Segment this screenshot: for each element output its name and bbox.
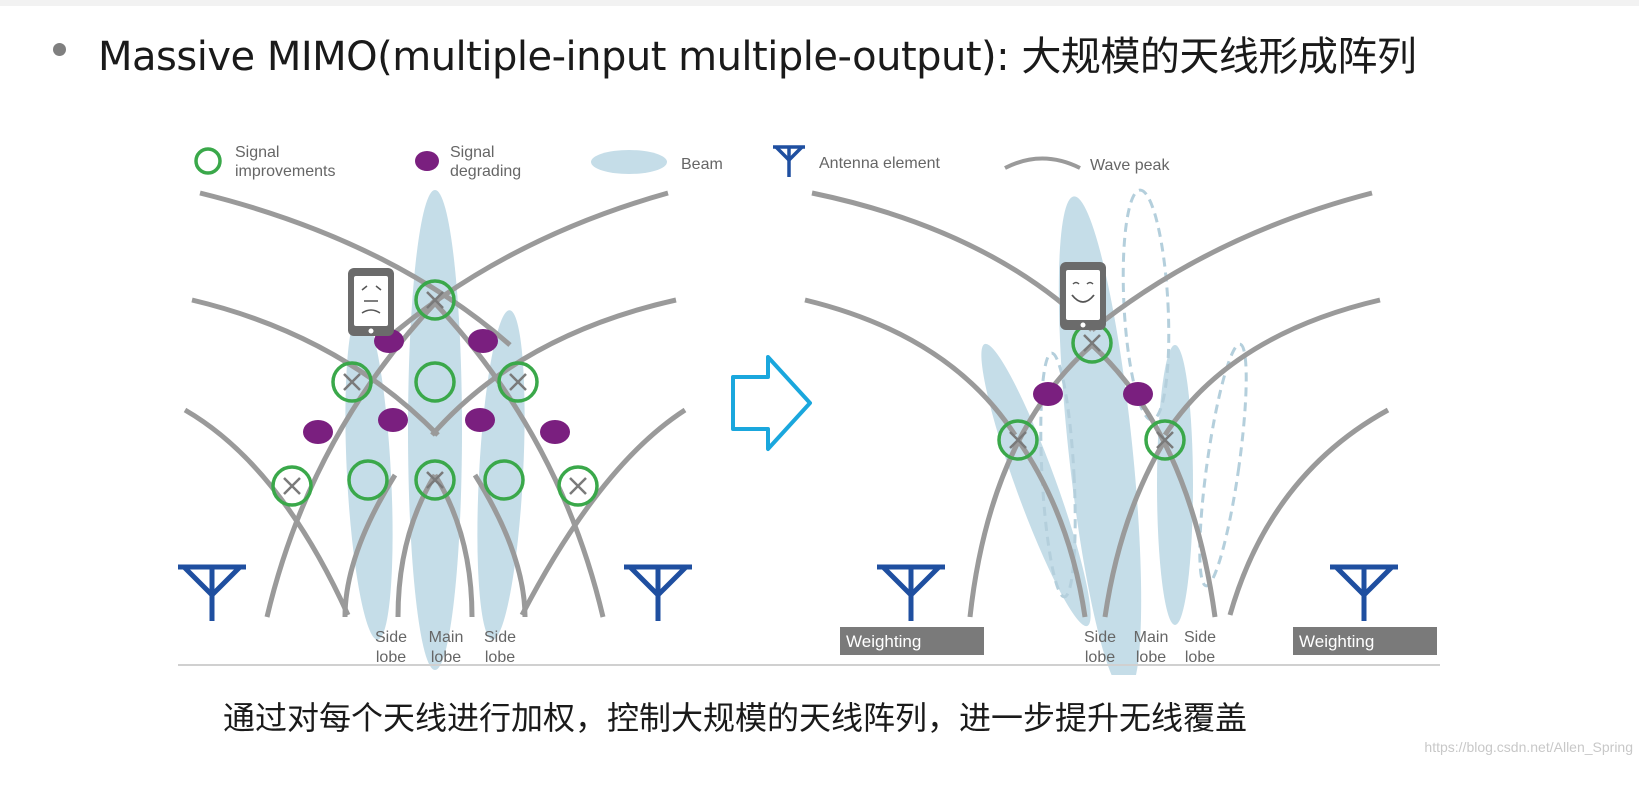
side-lobe-label: Side — [1084, 629, 1116, 646]
side-lobe-label: Side — [375, 629, 407, 646]
improvement-marker — [271, 465, 313, 507]
legend-left: Signal improvements Signal degrading Bea… — [194, 144, 723, 180]
legend-improvement-label-1: Signal — [235, 144, 279, 161]
slide-title: Massive MIMO(multiple-input multiple-out… — [98, 34, 1417, 80]
degrading-marker — [303, 420, 333, 444]
left-degrading-markers — [303, 329, 570, 444]
improvement-marker — [557, 465, 599, 507]
legend-antenna-icon — [773, 145, 805, 177]
left-improvement-markers — [271, 279, 599, 507]
legend-improvement-label-2: improvements — [235, 163, 335, 180]
legend-degrading-label-2: degrading — [450, 163, 521, 180]
side-lobe-label: lobe — [485, 649, 515, 666]
improvement-marker — [414, 459, 456, 501]
legend-antenna-label: Antenna element — [819, 155, 941, 172]
degrading-marker — [1123, 382, 1153, 406]
weighting-label-right: Weighting — [1299, 632, 1374, 651]
improvement-marker — [1144, 419, 1186, 461]
top-band — [0, 0, 1639, 6]
right-lobe-labels: Side lobe Main lobe Side lobe — [1084, 629, 1216, 666]
right-arrow-icon — [731, 355, 812, 451]
improvement-marker — [414, 279, 456, 321]
legend-wave-label: Wave peak — [1090, 157, 1170, 174]
legend-degrading-icon — [415, 151, 439, 171]
main-lobe-label: Main — [429, 629, 464, 646]
left-marker-crosses — [283, 291, 587, 495]
left-lobe-labels: Side lobe Main lobe Side lobe — [375, 629, 516, 666]
improvement-marker — [331, 361, 373, 403]
happy-phone-icon — [1060, 262, 1106, 330]
left-panel: Side lobe Main lobe Side lobe — [178, 190, 692, 670]
right-side-beam-left — [981, 343, 1091, 627]
weighting-box-right — [1293, 627, 1437, 655]
antenna-icon — [877, 564, 945, 621]
legend-degrading-label-1: Signal — [450, 144, 494, 161]
mimo-diagram: Signal improvements Signal degrading Bea… — [178, 144, 1440, 675]
legend-right: Antenna element Wave peak — [773, 145, 1170, 177]
side-lobe-label: Side — [484, 629, 516, 646]
degrading-marker — [378, 408, 408, 432]
degrading-marker — [540, 420, 570, 444]
right-panel: Weighting Weighting Side lobe Main lobe … — [804, 188, 1437, 675]
degrading-marker — [1033, 382, 1063, 406]
legend-beam-icon — [591, 150, 667, 174]
right-side-beam-right — [1157, 345, 1193, 625]
weighting-box-left — [840, 627, 984, 655]
side-lobe-label: Side — [1184, 629, 1216, 646]
main-lobe-label: lobe — [1136, 649, 1166, 666]
slide-caption: 通过对每个天线进行加权，控制大规模的天线阵列，进一步提升无线覆盖 — [223, 699, 1248, 737]
main-lobe-label: lobe — [431, 649, 461, 666]
improvement-marker — [414, 361, 456, 403]
improvement-marker — [497, 361, 539, 403]
legend-improvement-icon — [194, 147, 222, 175]
right-improvement-markers — [997, 322, 1186, 461]
antenna-icon — [178, 564, 246, 621]
antenna-icon — [1330, 564, 1398, 621]
degrading-marker — [465, 408, 495, 432]
improvement-marker — [483, 459, 525, 501]
degrading-marker — [468, 329, 498, 353]
side-lobe-label: lobe — [1085, 649, 1115, 666]
main-lobe-label: Main — [1134, 629, 1169, 646]
antenna-icon — [624, 564, 692, 621]
side-lobe-label: lobe — [1185, 649, 1215, 666]
side-lobe-label: lobe — [376, 649, 406, 666]
improvement-marker — [997, 419, 1039, 461]
improvement-marker — [347, 459, 389, 501]
right-marker-crosses — [1009, 334, 1174, 449]
left-wave-fronts — [183, 190, 687, 618]
sad-phone-icon — [348, 268, 394, 336]
weighting-label-left: Weighting — [846, 632, 921, 651]
bullet-dot — [53, 43, 66, 56]
legend-beam-label: Beam — [681, 156, 723, 173]
right-wave-fronts — [804, 190, 1390, 618]
legend-wave-icon — [1004, 156, 1081, 170]
right-degrading-markers — [1033, 382, 1153, 406]
watermark: https://blog.csdn.net/Allen_Spring — [1424, 739, 1633, 755]
